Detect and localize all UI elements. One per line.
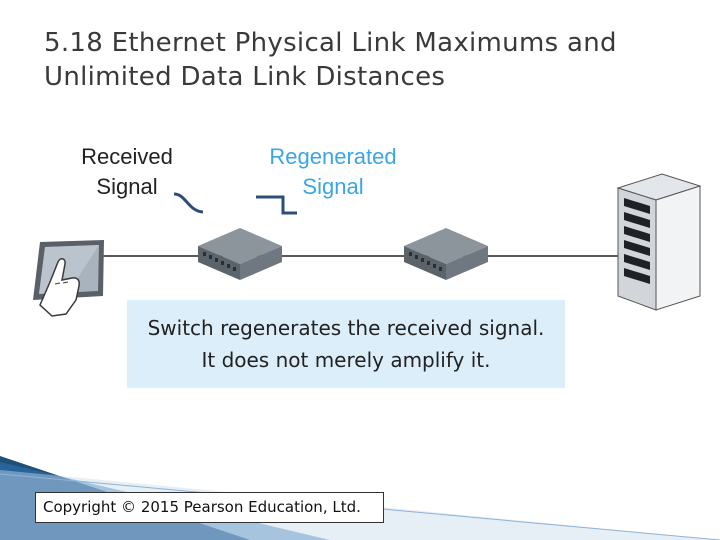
slide-title: 5.18 Ethernet Physical Link Maximums and… (44, 26, 684, 94)
switch-2-icon (404, 228, 488, 280)
switch-1-icon (198, 228, 282, 280)
received-label-line2: Signal (96, 174, 158, 199)
slide-number: 5.18 (44, 28, 104, 58)
server-tower-icon (616, 173, 702, 311)
regenerated-label-line1: Regenerated (269, 144, 397, 169)
copyright-notice: Copyright © 2015 Pearson Education, Ltd. (35, 492, 384, 523)
regenerated-signal-pulse (256, 195, 297, 215)
callout-line1: Switch regenerates the received signal. (147, 316, 545, 340)
received-signal-wave (173, 192, 204, 214)
regenerated-signal-label: Regenerated Signal (246, 142, 420, 202)
received-label-line1: Received (81, 144, 173, 169)
callout-line2: It does not merely amplify it. (201, 348, 491, 372)
received-signal-label: Received Signal (62, 142, 192, 202)
regenerated-label-line2: Signal (302, 174, 364, 199)
slide-title-text: Ethernet Physical Link Maximums and Unli… (44, 28, 617, 92)
tablet-icon (33, 240, 104, 317)
callout-box: Switch regenerates the received signal. … (127, 300, 565, 388)
